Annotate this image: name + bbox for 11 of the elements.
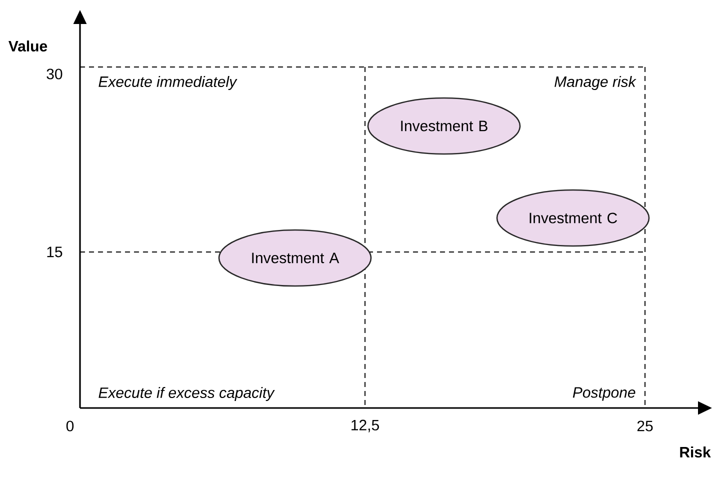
axis-title: Risk bbox=[680, 446, 711, 458]
quadrant-label: Execute if excess capacity bbox=[98, 387, 275, 401]
quadrant-label: Postpone bbox=[572, 387, 636, 401]
tick-label: 15 bbox=[47, 246, 62, 258]
axis-title: Value bbox=[8, 40, 48, 52]
tick-label: 0 bbox=[66, 420, 74, 432]
quadrant-label: Execute immediately bbox=[98, 76, 238, 90]
tick-label: 30 bbox=[46, 68, 62, 80]
tick-label: 12,5 bbox=[352, 420, 379, 432]
quadrant-label: Manage risk bbox=[554, 76, 636, 90]
tick-label: 25 bbox=[637, 420, 653, 432]
